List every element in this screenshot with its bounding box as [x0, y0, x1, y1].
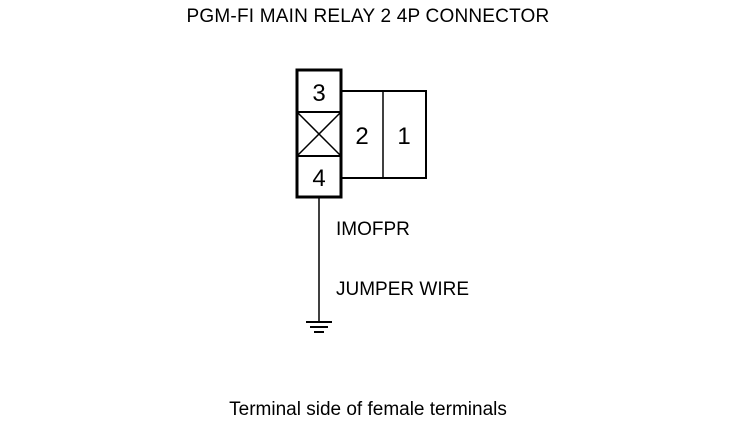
diagram-caption: Terminal side of female terminals — [229, 399, 507, 420]
terminal-4-label: 4 — [312, 165, 325, 192]
ground-icon — [306, 321, 332, 333]
terminal-2-label: 2 — [355, 123, 368, 150]
terminal-1-label: 1 — [397, 123, 410, 150]
wire-signal-label: IMOFPR — [336, 219, 410, 240]
jumper-wire-label: JUMPER WIRE — [336, 279, 469, 300]
diagram-title: PGM-FI MAIN RELAY 2 4P CONNECTOR — [186, 6, 550, 27]
connector-right-block — [341, 90, 427, 179]
connector-left-column — [295, 68, 343, 199]
terminal-3-label: 3 — [312, 80, 325, 107]
blank-cavity-x-b — [296, 111, 342, 157]
